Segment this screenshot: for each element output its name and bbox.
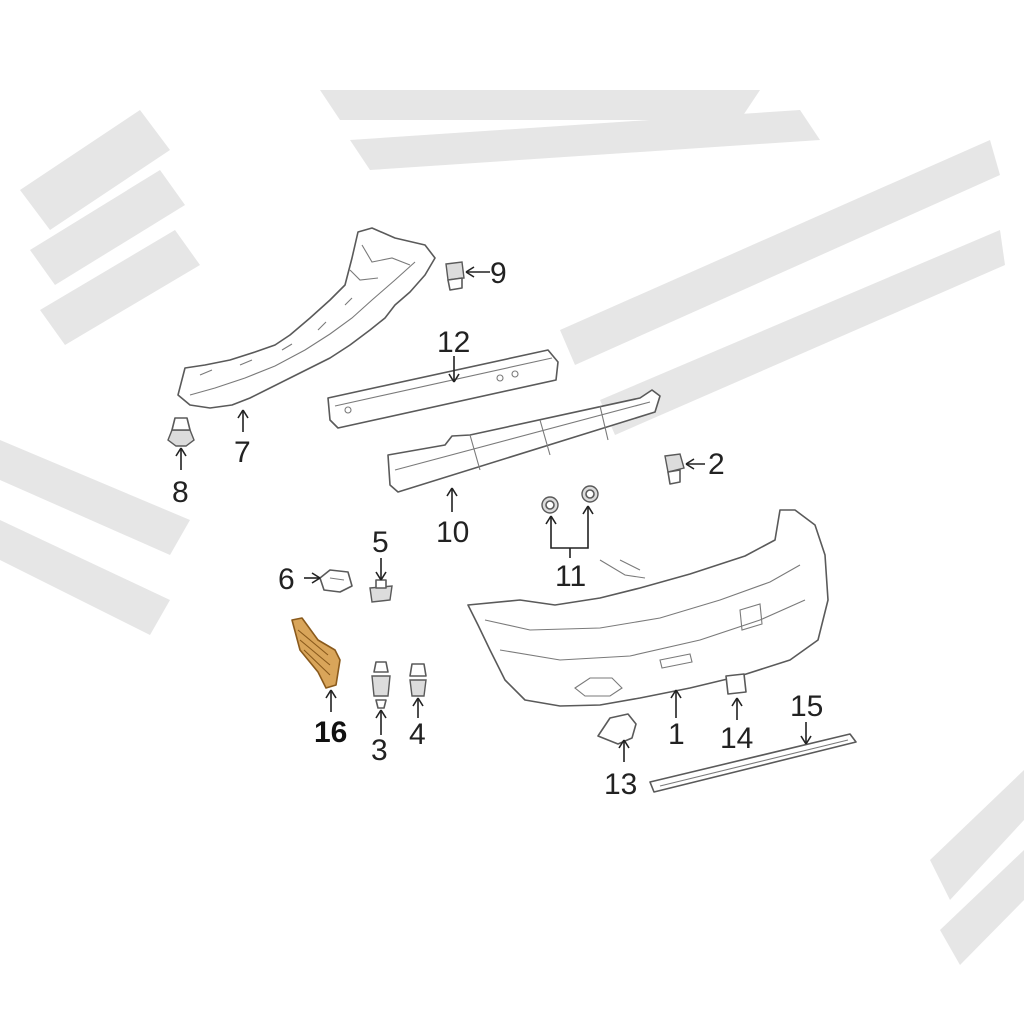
part-9-bolt [445,261,465,291]
part-14-cover [725,673,747,695]
callout-11: 11 [555,560,586,593]
callout-3: 3 [371,734,388,767]
part-3-fastener [371,661,391,709]
callout-7: 7 [234,436,251,469]
callout-6: 6 [278,563,295,596]
callout-16: 16 [314,716,347,749]
watermark-stripes [0,90,1024,965]
callout-8: 8 [172,476,189,509]
callout-15: 15 [790,690,823,723]
part-12-reinforcement-bar [327,349,559,429]
part-2-bolt [664,453,685,485]
part-5-pushpin [369,579,393,603]
part-7-upper-bracket [177,227,436,409]
part-4-fastener [409,663,427,697]
part-13-cap [597,713,637,745]
part-6-clip [319,569,353,593]
callout-5: 5 [372,526,389,559]
callout-13: 13 [604,768,637,801]
callout-labels: 9 12 7 8 2 10 5 11 6 16 1 4 3 14 15 13 [172,257,823,801]
part-8-clip [167,417,195,447]
callout-1: 1 [668,718,685,751]
part-10-impact-bar [387,389,661,493]
part-16-side-bracket [291,617,341,689]
callout-10: 10 [436,516,469,549]
part-15-trim-strip [649,733,857,793]
part-1-bumper-cover [467,509,829,707]
callout-12: 12 [437,326,470,359]
callout-9: 9 [490,257,507,290]
callout-2: 2 [708,448,725,481]
callout-4: 4 [409,718,426,751]
callout-14: 14 [720,722,753,755]
part-11-clips [541,485,599,514]
leader-lines [175,266,812,762]
